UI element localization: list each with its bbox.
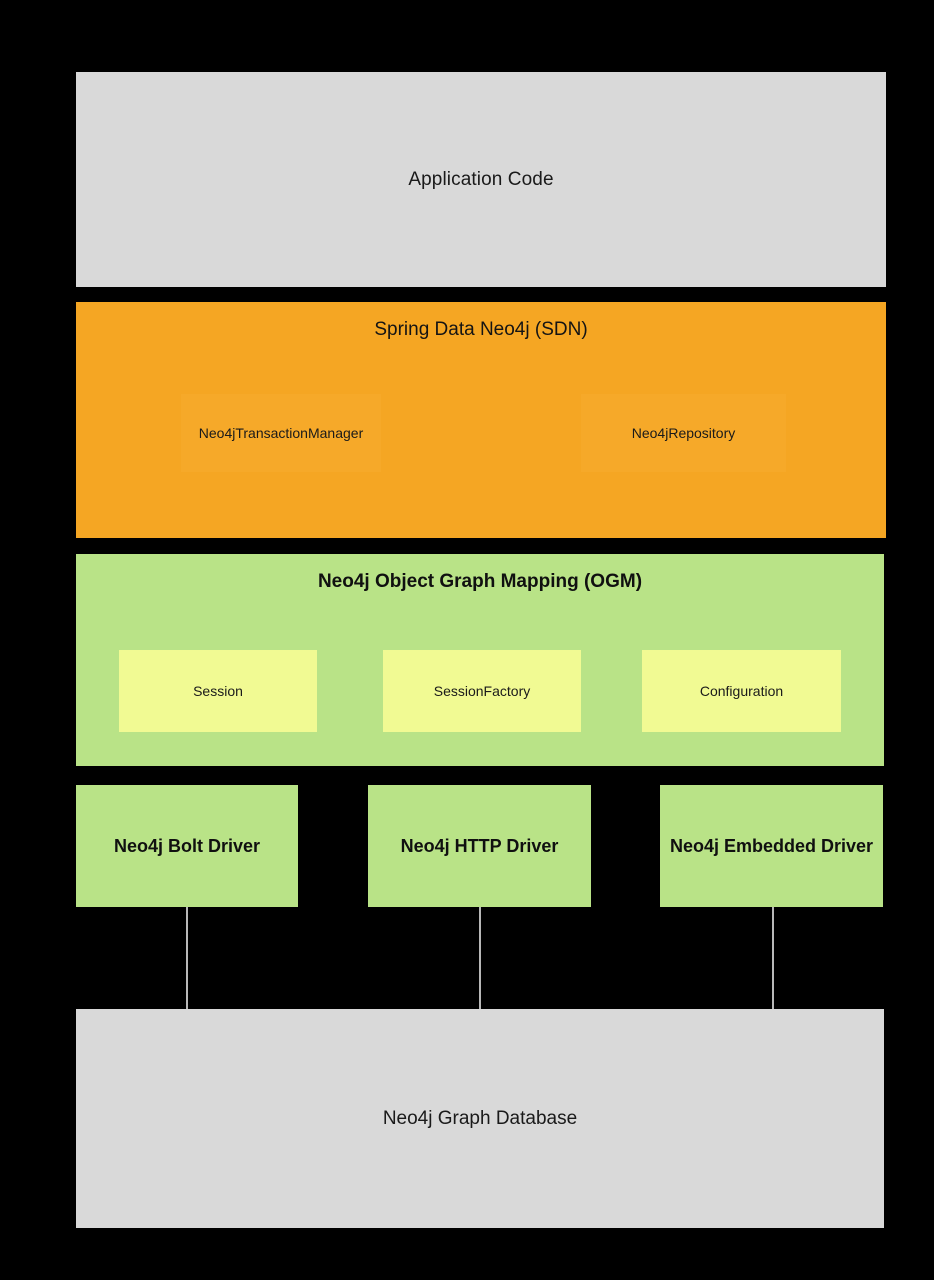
layer-neo4j-graph-database-label: Neo4j Graph Database [382, 1107, 578, 1129]
component-neo4j-bolt-driver[interactable]: Neo4j Bolt Driver [76, 785, 298, 907]
layer-spring-data-neo4j-title: Spring Data Neo4j (SDN) [374, 319, 588, 340]
component-neo4j-bolt-driver-label: Neo4j Bolt Driver [113, 835, 261, 856]
layer-application-code[interactable]: Application Code [76, 72, 886, 287]
component-neo4j-repository-label: Neo4jRepository [631, 425, 736, 441]
component-neo4j-embedded-driver[interactable]: Neo4j Embedded Driver [660, 785, 883, 907]
layer-neo4j-ogm-title: Neo4j Object Graph Mapping (OGM) [317, 571, 643, 592]
connector-line-bolt-to-database [186, 907, 188, 1009]
component-neo4j-transaction-manager[interactable]: Neo4jTransactionManager [181, 394, 381, 472]
layer-neo4j-graph-database[interactable]: Neo4j Graph Database [76, 1009, 884, 1228]
component-configuration-label: Configuration [699, 683, 784, 699]
layer-application-code-label: Application Code [408, 168, 554, 190]
layer-neo4j-ogm[interactable]: Neo4j Object Graph Mapping (OGM) Session… [76, 554, 884, 766]
component-session-factory-label: SessionFactory [433, 683, 531, 699]
component-session-label: Session [193, 683, 243, 699]
component-neo4j-transaction-manager-label: Neo4jTransactionManager [198, 425, 364, 441]
component-neo4j-http-driver-label: Neo4j HTTP Driver [400, 835, 559, 856]
connector-line-embedded-to-database [772, 907, 774, 1009]
component-neo4j-repository[interactable]: Neo4jRepository [581, 394, 786, 472]
component-configuration[interactable]: Configuration [642, 650, 841, 732]
component-neo4j-embedded-driver-label: Neo4j Embedded Driver [669, 835, 874, 856]
component-session[interactable]: Session [119, 650, 317, 732]
component-neo4j-http-driver[interactable]: Neo4j HTTP Driver [368, 785, 591, 907]
layer-spring-data-neo4j[interactable]: Spring Data Neo4j (SDN) Neo4jTransaction… [76, 302, 886, 538]
component-session-factory[interactable]: SessionFactory [383, 650, 581, 732]
connector-line-http-to-database [479, 907, 481, 1009]
